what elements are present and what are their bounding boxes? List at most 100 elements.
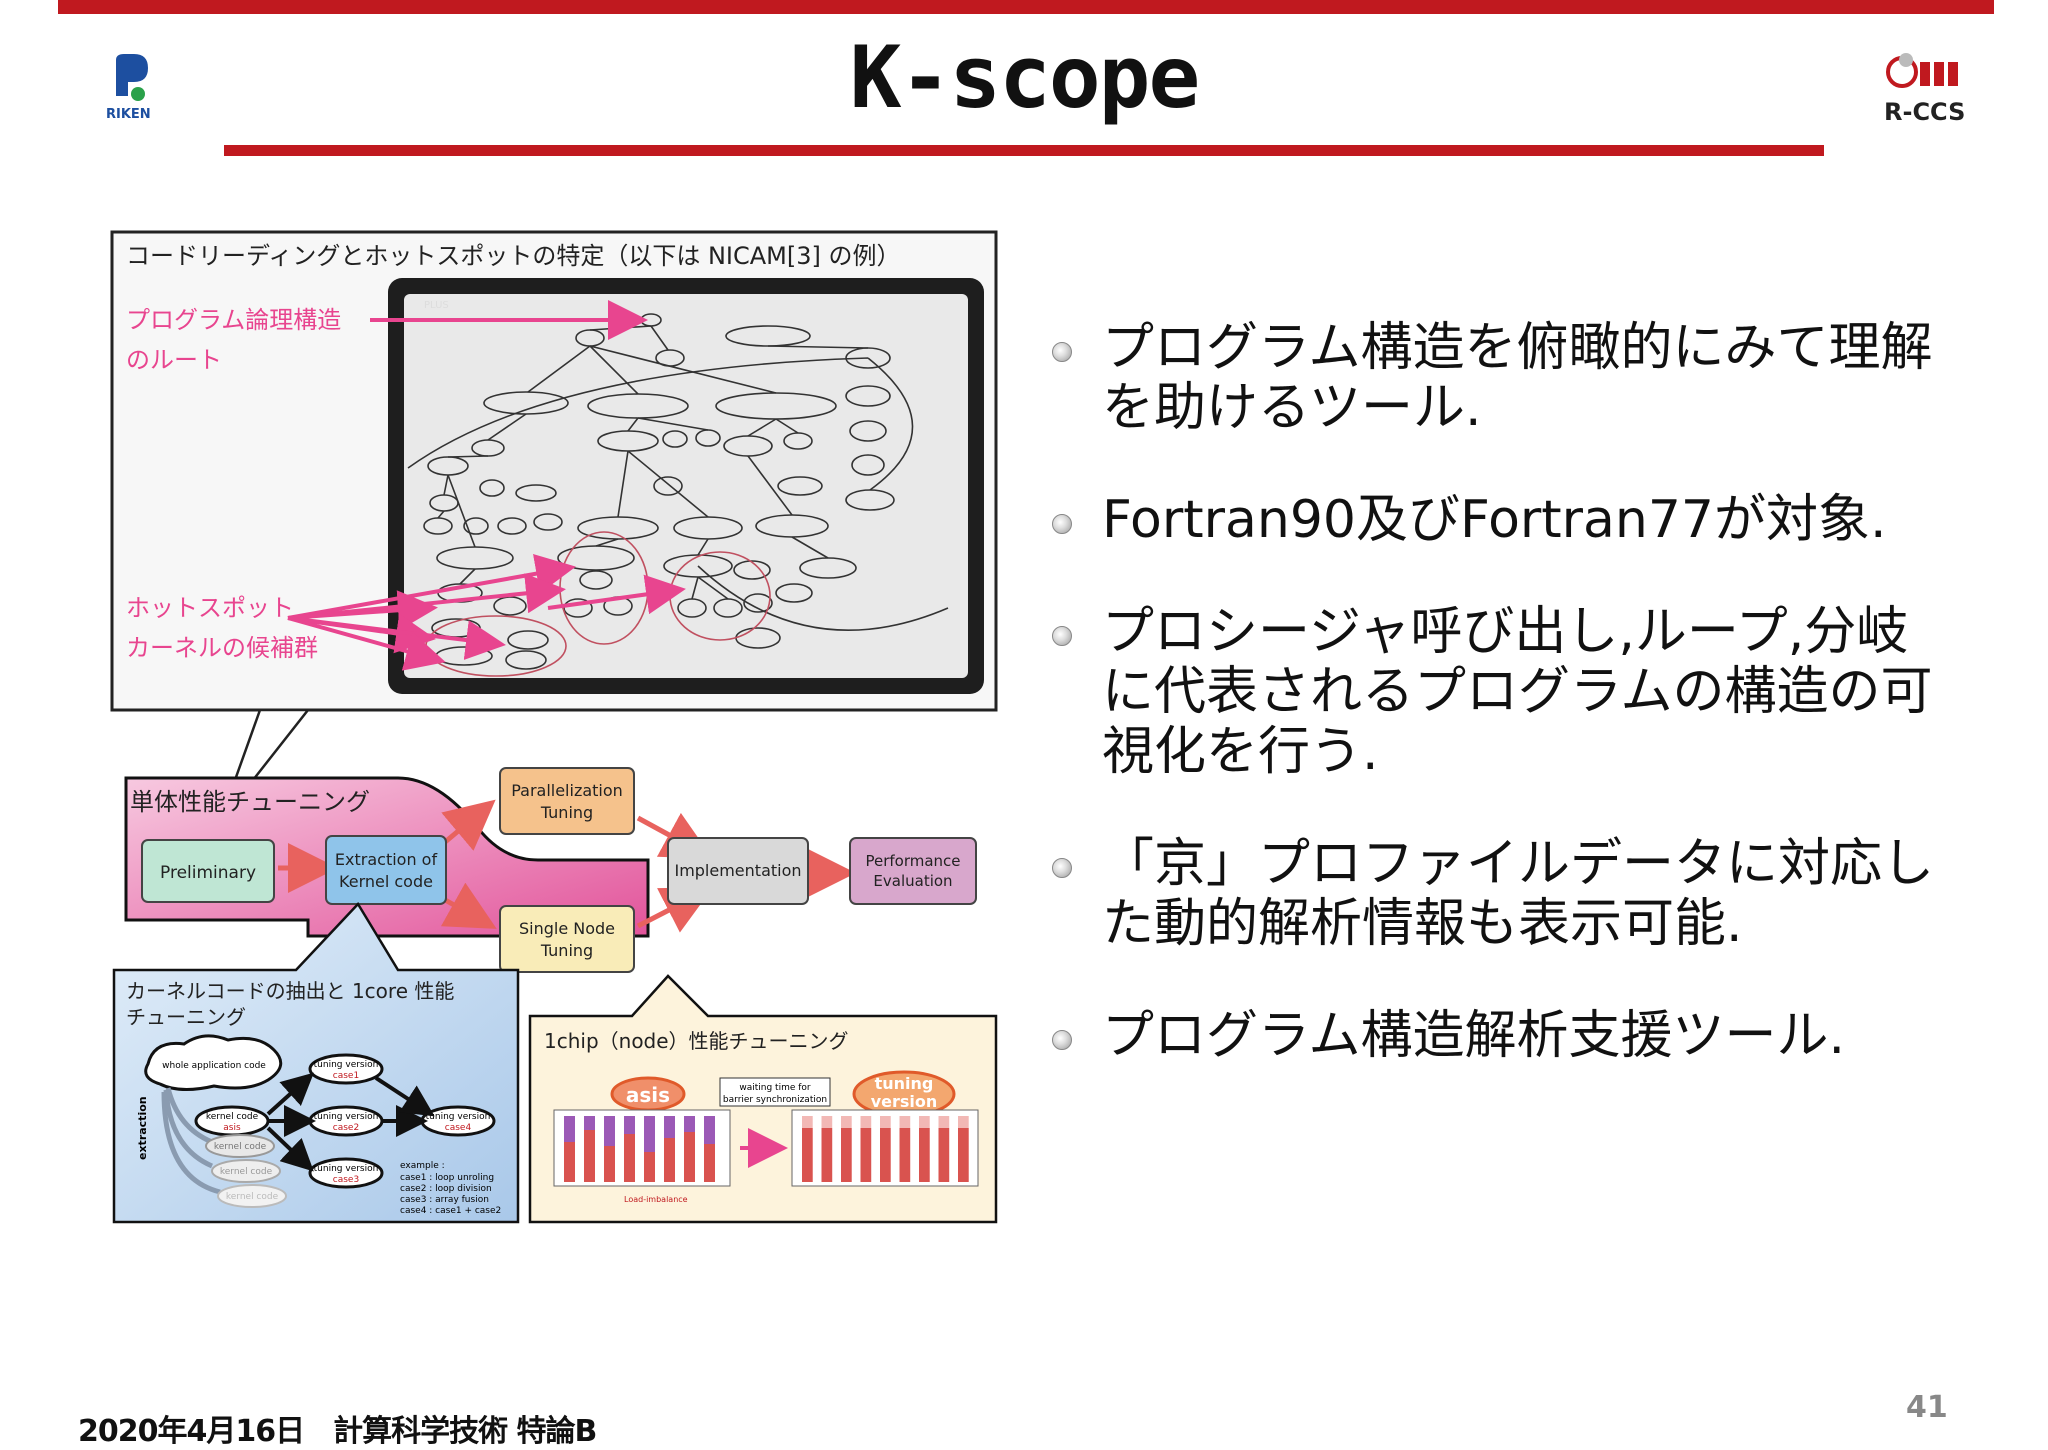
whiteboard-brand: PLUS — [424, 300, 449, 311]
kn-ex2: case2 : loop division — [400, 1184, 492, 1194]
box-parallel-label-2: Tuning — [540, 803, 593, 822]
box-implementation — [667, 837, 809, 905]
chip-bar-wait-segment — [564, 1116, 575, 1142]
box-extraction-label-1: Extraction of — [335, 850, 438, 869]
chip-bar-segment — [584, 1130, 595, 1182]
box-perf-label-2: Evaluation — [873, 872, 952, 890]
page-number: 41 — [1906, 1390, 1948, 1425]
chip-bar-segment — [704, 1144, 715, 1182]
bullet-dot-icon — [1052, 626, 1072, 646]
riken-logo: RIKEN — [104, 50, 160, 122]
bullet-item: プログラム構造解析支援ツール. — [1052, 1006, 1952, 1066]
chip-bar-segment — [664, 1138, 675, 1182]
chip-bar-segment — [919, 1128, 930, 1182]
kn-asis: asis — [223, 1123, 241, 1133]
box-single-label-1: Single Node — [519, 919, 615, 938]
top-red-bar — [58, 0, 1994, 14]
chip-bar-segment — [841, 1128, 852, 1182]
chip-bar-wait-segment — [821, 1116, 833, 1128]
box-perf-label-1: Performance — [865, 852, 960, 870]
annot-root-2: のルート — [126, 346, 222, 374]
box-preliminary — [141, 839, 275, 903]
kn-case2: case2 — [333, 1123, 359, 1133]
chip-bar-segment — [860, 1128, 872, 1182]
slide-title: K-scope — [849, 28, 1200, 128]
bullet-dot-icon — [1052, 514, 1072, 534]
box-parallelization — [499, 767, 635, 835]
chip-bar-segment — [624, 1134, 635, 1182]
chip-caption: 1chip（node）性能チューニング — [544, 1029, 849, 1053]
chip-bar-wait-segment — [604, 1116, 615, 1146]
kn-kernel-ghost-1: kernel code — [214, 1142, 267, 1152]
chip-bars-after — [791, 1109, 979, 1187]
kn-tv-2: tuning version — [314, 1112, 379, 1122]
riken-logo-text: RIKEN — [106, 107, 151, 122]
chip-bar-segment — [802, 1128, 813, 1182]
kn-kernel-ghost-3: kernel code — [226, 1192, 279, 1202]
box-single-node — [499, 905, 635, 973]
kscope-figure: コードリーディングとホットスポットの特定（以下は NICAM[3] の例） PL… — [110, 230, 998, 1224]
chip-bar-segment — [644, 1152, 655, 1182]
footer-date-course: 2020年4月16日 計算科学技術 特論B — [78, 1414, 597, 1449]
photo-caption: コードリーディングとホットスポットの特定（以下は NICAM[3] の例） — [126, 242, 901, 270]
kn-tv-4: tuning version — [426, 1112, 491, 1122]
kn-tv-1: tuning version — [314, 1060, 379, 1070]
chip-bar-wait-segment — [899, 1116, 911, 1128]
flow-label: 単体性能チューニング — [130, 788, 370, 816]
kn-whole: whole application code — [162, 1061, 266, 1071]
chip-imbalance: Load-imbalance — [624, 1195, 688, 1204]
chip-bars-before — [553, 1109, 731, 1187]
chip-tuning-2: version — [871, 1092, 938, 1111]
bullet-text: プロシージャ呼び出し,ループ,分岐に代表されるプログラムの構造の可視化を行う. — [1102, 602, 1933, 782]
bullet-text: プログラム構造解析支援ツール. — [1102, 1006, 1845, 1066]
chip-bar-wait-segment — [860, 1116, 872, 1128]
annot-hot-arrows — [287, 553, 686, 671]
chip-bar-wait-segment — [841, 1116, 852, 1128]
bullet-item: プログラム構造を俯瞰的にみて理解を助けるツール. — [1052, 318, 1952, 438]
chip-bar-wait-segment — [958, 1116, 969, 1128]
kernel-diagram: whole application code extraction kernel… — [136, 1034, 501, 1216]
box-preliminary-label: Preliminary — [160, 863, 256, 883]
kn-extraction: extraction — [136, 1096, 149, 1160]
kn-kernel-ghost-2: kernel code — [220, 1167, 273, 1177]
kernel-caption-2: チューニング — [126, 1005, 246, 1029]
chip-bar-wait-segment — [880, 1116, 891, 1128]
bullet-dot-icon — [1052, 1030, 1072, 1050]
box-impl-label: Implementation — [674, 861, 801, 880]
chip-bar-segment — [899, 1128, 911, 1182]
annot-hot-2: カーネルの候補群 — [126, 634, 318, 662]
chip-bar-wait-segment — [919, 1116, 930, 1128]
chip-bar-segment — [604, 1146, 615, 1182]
kn-case4: case4 — [445, 1123, 472, 1133]
kn-ex4: case4 : case1 + case2 — [400, 1206, 501, 1216]
bullet-item: 「京」プロファイルデータに対応した動的解析情報も表示可能. — [1052, 834, 1952, 954]
title-underline — [224, 145, 1824, 156]
kn-ex3: case3 : array fusion — [400, 1195, 489, 1205]
box-single-label-2: Tuning — [540, 941, 593, 960]
chip-tuning-1: tuning — [875, 1074, 934, 1093]
box-extraction — [325, 835, 447, 905]
kn-ex1: case1 : loop unroling — [400, 1173, 494, 1183]
chip-wait-2: barrier synchronization — [723, 1095, 827, 1105]
rccs-logo: R-CCS — [1880, 52, 1970, 126]
chip-wait-1: waiting time for — [739, 1083, 811, 1093]
annot-root-1: プログラム論理構造 — [126, 306, 341, 334]
box-parallel-label-1: Parallelization — [511, 781, 623, 800]
kn-tv-3: tuning version — [314, 1164, 379, 1174]
box-performance — [849, 837, 977, 905]
chip-asis: asis — [626, 1083, 670, 1107]
chip-bar-wait-segment — [664, 1116, 675, 1138]
annot-hot-1: ホットスポット — [126, 594, 294, 622]
chip-bar-wait-segment — [684, 1116, 695, 1132]
rccs-logo-text: R-CCS — [1884, 98, 1965, 126]
bullet-item: Fortran90及びFortran77が対象. — [1052, 490, 1952, 550]
chip-bar-segment — [880, 1128, 891, 1182]
chip-bar-wait-segment — [704, 1116, 715, 1144]
chip-bar-segment — [958, 1128, 969, 1182]
kernel-caption-1: カーネルコードの抽出と 1core 性能 — [126, 979, 454, 1003]
bullet-dot-icon — [1052, 342, 1072, 362]
kn-example: example : — [400, 1161, 445, 1171]
bullet-text: プログラム構造を俯瞰的にみて理解を助けるツール. — [1102, 318, 1933, 438]
chip-bar-wait-segment — [938, 1116, 950, 1128]
bullet-dot-icon — [1052, 858, 1072, 878]
